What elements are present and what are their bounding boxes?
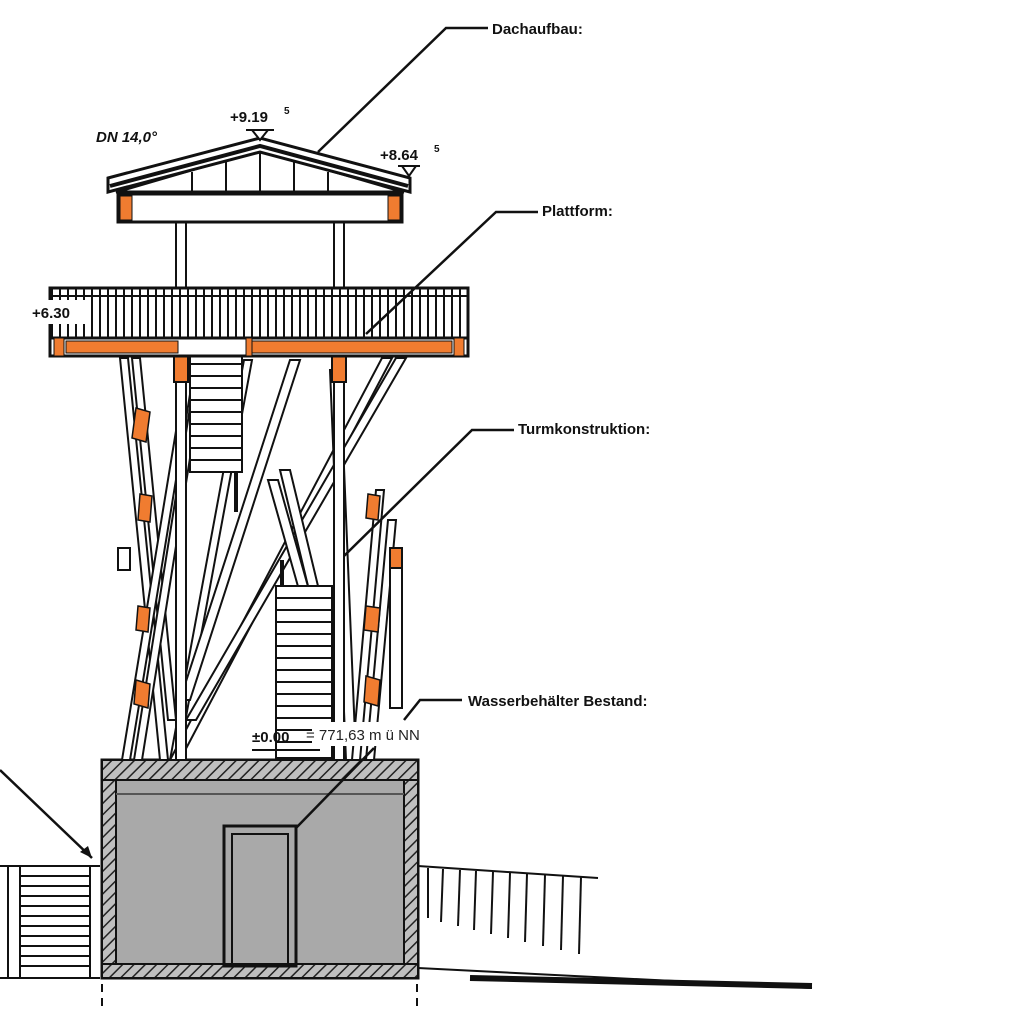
elevation-ground: ±0.00 <box>252 729 289 746</box>
terrain-left-stairs <box>0 865 100 979</box>
leader-ground-nn <box>295 747 375 829</box>
terrain-right-slope <box>417 865 813 989</box>
stair-upper <box>189 339 243 512</box>
water-tank <box>100 758 420 980</box>
leader-lines <box>0 26 538 859</box>
label-roof: Dachaufbau: <box>492 21 583 38</box>
elevation-ridge-sup: 5 <box>284 106 290 117</box>
leader-tank <box>403 698 462 721</box>
elevation-platform: +6.30 <box>32 305 70 322</box>
elevation-eave: +8.64 <box>380 147 419 164</box>
leader-tower <box>343 428 514 557</box>
label-tank: Wasserbehälter Bestand: <box>468 693 648 710</box>
elevation-ground-nn: = 771,63 m ü NN <box>306 727 420 744</box>
label-platform: Plattform: <box>542 203 613 220</box>
tank-door <box>222 824 298 968</box>
leader-platform <box>365 210 538 335</box>
leader-left <box>0 769 93 859</box>
roof-pitch: DN 14,0° <box>96 129 158 146</box>
elevation-eave-sup: 5 <box>434 144 440 155</box>
roof <box>106 136 412 224</box>
tower-structure <box>117 219 408 761</box>
label-tower: Turmkonstruktion: <box>518 421 650 438</box>
leader-roof <box>317 26 488 153</box>
terrain <box>0 865 813 1010</box>
elevation-markers <box>28 129 462 751</box>
elevation-ridge: +9.19 <box>230 109 268 126</box>
